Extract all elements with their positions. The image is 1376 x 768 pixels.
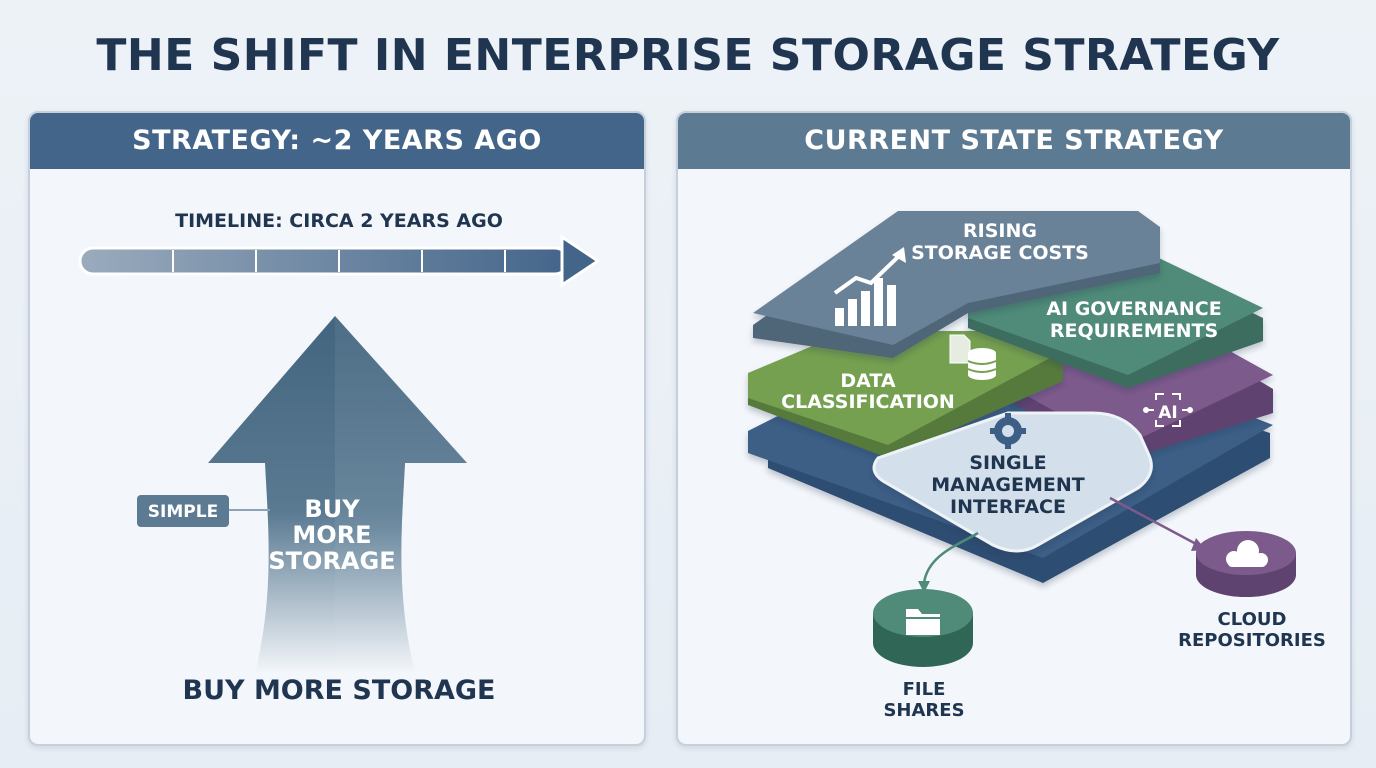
database-icon [949,334,997,380]
arrow-text-line-1: BUY [304,495,360,523]
cloud-repositories-line-1: CLOUD [1218,609,1287,630]
timeline-label: TIMELINE: CIRCA 2 YEARS AGO [175,210,503,232]
current-strategy-panel: CURRENT STATE STRATEGY [676,111,1352,746]
cloud-repositories-node [1196,531,1296,597]
single-interface-line-3: INTERFACE [950,496,1066,518]
single-interface-line-1: SINGLE [969,452,1046,474]
ai-governance-line-2: REQUIREMENTS [1050,320,1218,342]
arrow-text-line-2: MORE [292,521,371,549]
file-shares-line-2: SHARES [883,700,964,721]
gear-icon [990,413,1026,449]
current-strategy-diagram: AI RISING STORAGE COSTS AI GOVERNANCE RE… [748,211,1326,721]
cloud-repositories-line-2: REPOSITORIES [1178,630,1326,651]
cloud-icon [1226,540,1268,567]
past-strategy-panel: STRATEGY: ~2 YEARS AGO TIMELINE: CIRCA 2… [28,111,646,746]
buy-more-storage-caption: BUY MORE STORAGE [182,675,495,706]
single-interface-label: SINGLE MANAGEMENT INTERFACE [931,452,1085,518]
rising-costs-label: RISING STORAGE COSTS [911,220,1089,264]
ai-chip-label: AI [1158,403,1177,423]
data-classification-line-1: DATA [840,370,895,392]
single-interface-line-2: MANAGEMENT [931,474,1085,496]
folder-icon [906,609,940,635]
rising-costs-line-1: RISING [963,220,1037,242]
simple-badge: SIMPLE [137,495,229,527]
simple-badge-label: SIMPLE [148,502,218,522]
ai-governance-line-1: AI GOVERNANCE [1046,298,1221,320]
data-classification-label: DATA CLASSIFICATION [781,370,955,413]
single-interface-panel [872,411,1153,553]
past-strategy-header: STRATEGY: ~2 YEARS AGO [30,113,644,169]
ai-chip-icon [1143,393,1193,427]
past-strategy-diagram: TIMELINE: CIRCA 2 YEARS AGO BUY MORE STO… [78,210,601,706]
current-strategy-header: CURRENT STATE STRATEGY [678,113,1350,169]
ai-governance-label: AI GOVERNANCE REQUIREMENTS [1046,298,1221,342]
buy-more-storage-arrow [208,316,467,673]
rising-costs-line-2: STORAGE COSTS [911,242,1089,264]
timeline-arrow [78,234,601,288]
chart-up-icon [833,247,906,326]
connector-file-shares [918,531,979,593]
arrow-text-line-3: STORAGE [268,547,395,575]
arrow-caption: BUY MORE STORAGE [268,495,395,575]
file-shares-line-1: FILE [903,679,946,700]
page-title: THE SHIFT IN ENTERPRISE STORAGE STRATEGY [96,30,1280,81]
data-classification-line-2: CLASSIFICATION [781,391,955,413]
